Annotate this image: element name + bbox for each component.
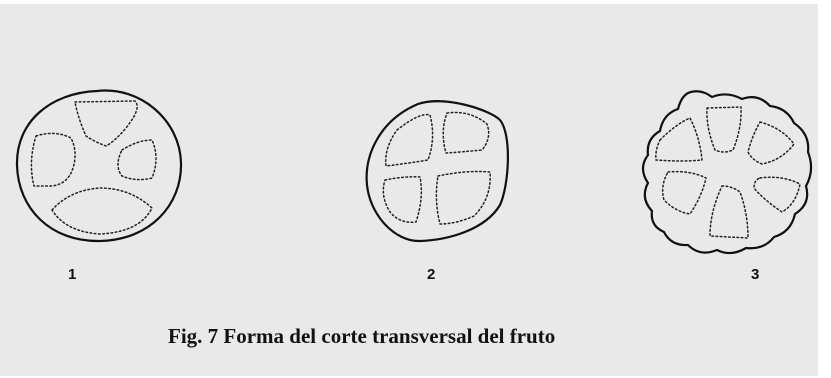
cross-section-1-outline xyxy=(15,89,183,243)
panel-edge xyxy=(818,4,831,376)
cross-section-2-label: 2 xyxy=(427,266,436,283)
cross-section-1-locule-right xyxy=(117,139,157,181)
cross-section-3-locule-5 xyxy=(661,170,707,215)
cross-section-2-outline xyxy=(365,100,509,243)
cross-section-1-label: 1 xyxy=(68,266,77,283)
figure-caption: Fig. 7 Forma del corte transversal del f… xyxy=(168,324,556,348)
cross-section-1-locule-left xyxy=(30,132,76,187)
cross-section-3-locule-3 xyxy=(753,176,801,213)
cross-section-3-label: 3 xyxy=(751,266,760,283)
cross-section-1 xyxy=(15,89,183,243)
cross-section-2-locule-upper-left xyxy=(384,113,434,167)
cross-section-1-locule-bottom xyxy=(51,187,153,235)
cross-section-3-locule-2 xyxy=(747,121,795,165)
cross-section-2 xyxy=(365,100,509,243)
cross-section-2-locule-lower-left xyxy=(382,176,423,224)
cross-section-3-outline xyxy=(641,90,813,255)
cross-section-3 xyxy=(641,90,813,255)
gray-panel xyxy=(0,4,818,376)
cross-section-3-locule-6 xyxy=(655,117,703,162)
cross-section-1-locule-top xyxy=(74,100,138,147)
cross-section-3-locule-1 xyxy=(706,106,742,153)
cross-section-2-locule-lower-right xyxy=(435,170,491,225)
cross-section-3-locule-4 xyxy=(709,185,749,239)
cross-section-2-locule-upper-right xyxy=(442,111,490,154)
